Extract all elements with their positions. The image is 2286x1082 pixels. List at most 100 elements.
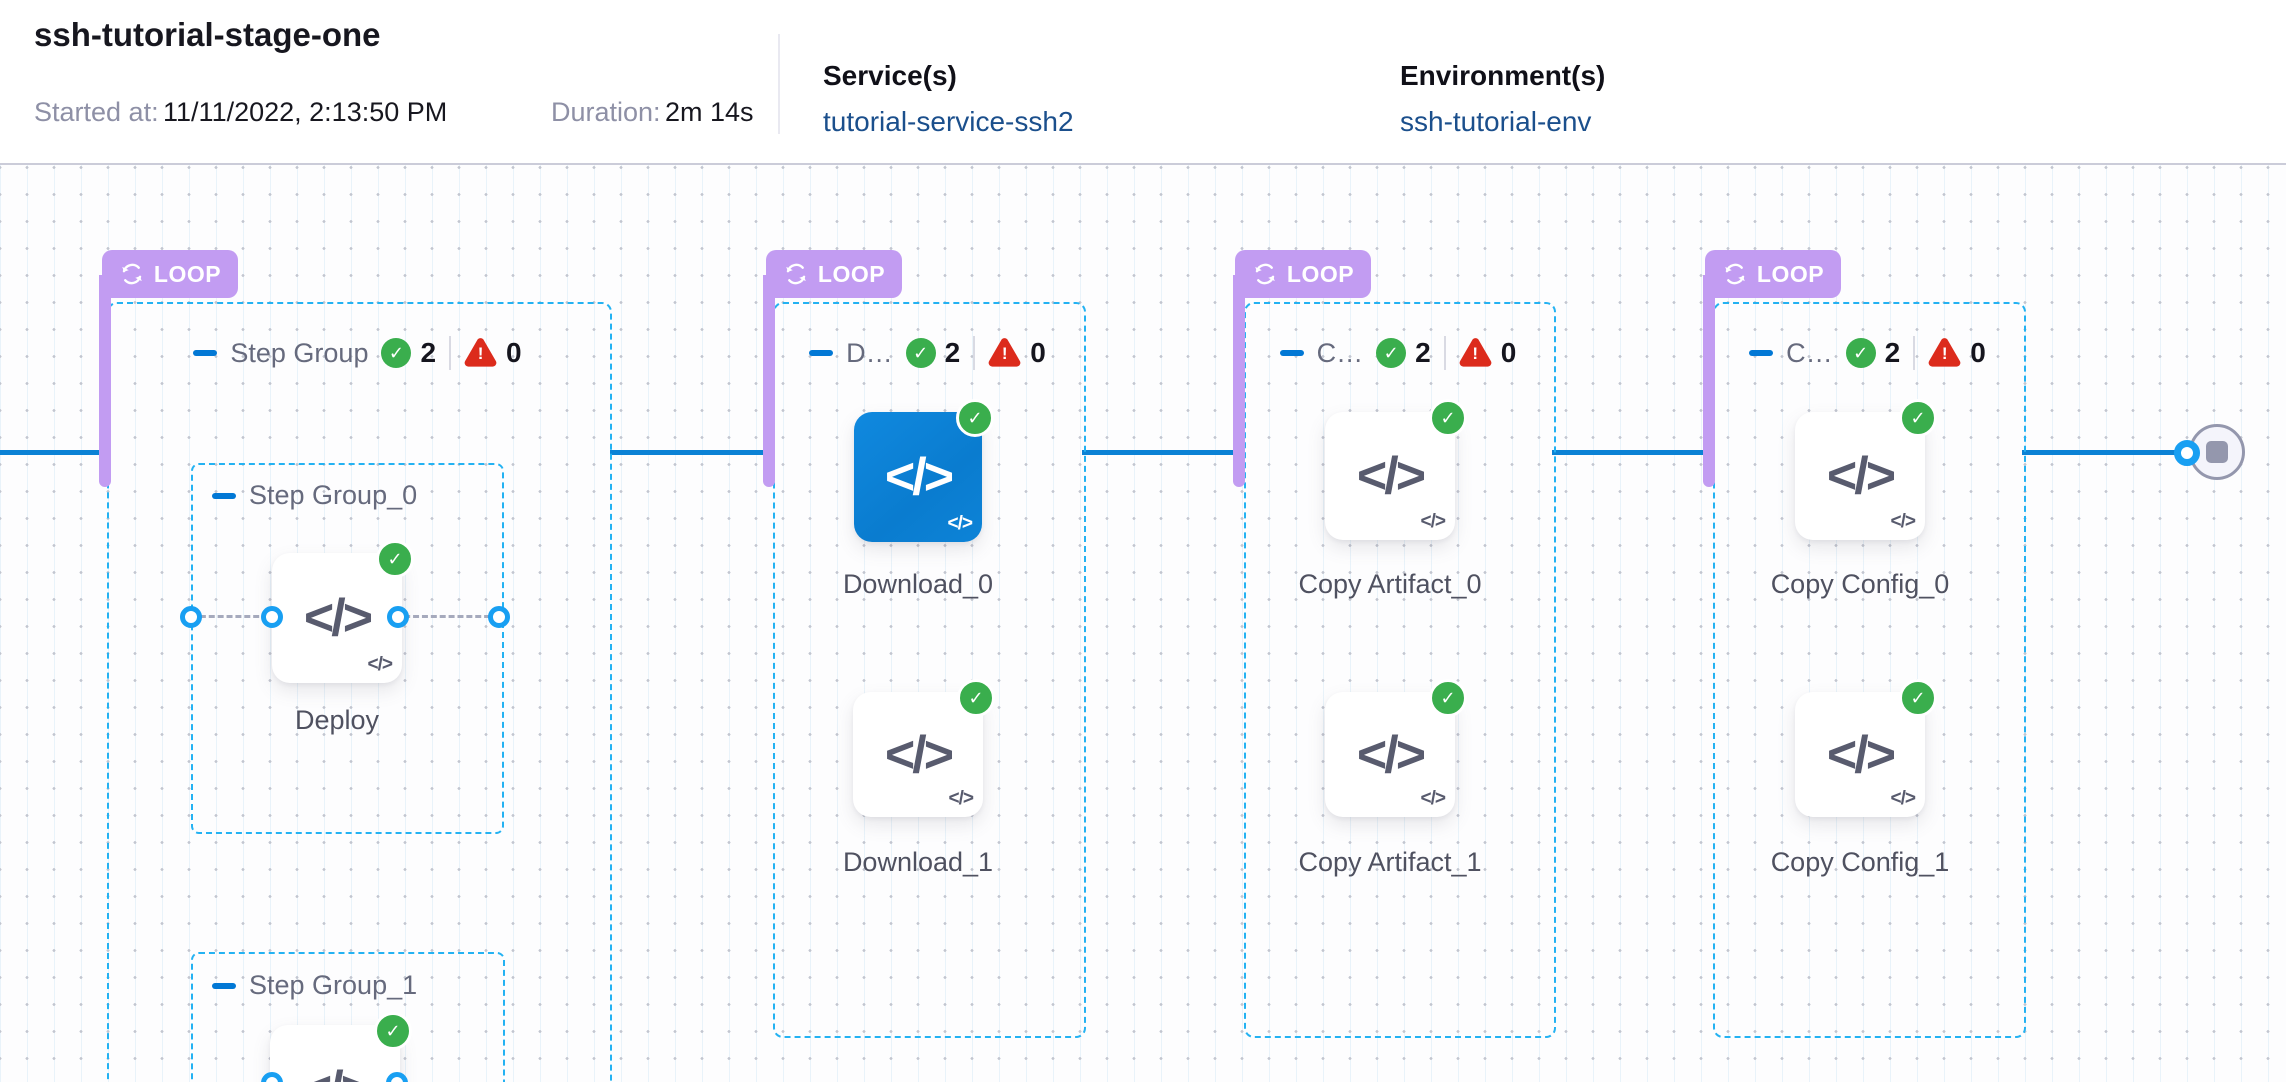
subgroup-step-group-1[interactable] bbox=[191, 952, 505, 1082]
flow-line bbox=[610, 450, 770, 455]
step-card-deploy[interactable]: </> </> ✓ bbox=[272, 540, 414, 683]
success-icon: ✓ bbox=[1376, 338, 1407, 368]
success-status-icon: ✓ bbox=[1899, 399, 1937, 437]
step-label: Copy Artifact_1 bbox=[1298, 847, 1482, 877]
loop-strip bbox=[763, 275, 775, 487]
step-label: Deploy bbox=[294, 705, 380, 735]
failed-icon: ! bbox=[464, 338, 497, 368]
copy-config-group-container[interactable] bbox=[1713, 302, 2026, 1038]
copy-artifact-group-container[interactable] bbox=[1244, 302, 1556, 1038]
step-label: Download_0 bbox=[842, 569, 994, 599]
failed-icon: ! bbox=[1928, 338, 1961, 368]
started-at-label: Started at: bbox=[34, 97, 159, 127]
step-card[interactable]: </> ✓ bbox=[270, 1012, 412, 1082]
loop-badge-label: LOOP bbox=[817, 260, 886, 287]
step-label: Download_1 bbox=[842, 847, 994, 877]
failed-count-chip: ! 0 bbox=[988, 337, 1046, 369]
failed-count-chip: ! 0 bbox=[464, 337, 522, 369]
loop-badge-label: LOOP bbox=[1286, 260, 1355, 287]
step-group-header: Step Group ✓ 2 ! 0 bbox=[107, 331, 608, 375]
loop-badge: LOOP bbox=[1705, 250, 1841, 298]
connector-node bbox=[261, 1072, 283, 1082]
duration-row: Duration: 2m 14s bbox=[551, 97, 754, 128]
step-type-icon: </> bbox=[947, 513, 974, 534]
download-group-header: D… ✓ 2 ! 0 bbox=[773, 331, 1082, 375]
success-status-icon: ✓ bbox=[1429, 399, 1467, 437]
success-status-icon: ✓ bbox=[1899, 679, 1937, 717]
pipeline-execution-canvas[interactable]: LOOP Step Group ✓ 2 ! 0 Step Group_0 </>… bbox=[0, 165, 2286, 1082]
code-icon: </> bbox=[1826, 725, 1896, 784]
success-status-icon: ✓ bbox=[376, 540, 414, 578]
chip-divider bbox=[1443, 336, 1446, 370]
environments-block: Environment(s) ssh-tutorial-env bbox=[1400, 60, 1605, 138]
loop-badge-label: LOOP bbox=[153, 260, 222, 287]
environment-link[interactable]: ssh-tutorial-env bbox=[1400, 106, 1592, 137]
subgroup-label: Step Group_0 bbox=[249, 480, 418, 510]
step-label: Copy Config_0 bbox=[1770, 569, 1950, 599]
collapse-icon[interactable] bbox=[1749, 350, 1774, 356]
success-count: 2 bbox=[1415, 337, 1431, 368]
step-card-copy-config-1[interactable]: </> </> ✓ bbox=[1795, 679, 1937, 817]
step-type-icon: </> bbox=[1420, 788, 1447, 809]
step-type-icon: </> bbox=[1420, 511, 1447, 532]
loop-strip bbox=[99, 275, 111, 487]
loop-badge-label: LOOP bbox=[1756, 260, 1825, 287]
collapse-icon[interactable] bbox=[1279, 350, 1304, 356]
success-count-chip: ✓ 2 bbox=[905, 337, 961, 369]
flow-line bbox=[0, 450, 100, 455]
failed-icon: ! bbox=[1459, 338, 1492, 368]
step-card-copy-config-0[interactable]: </> </> ✓ bbox=[1795, 399, 1937, 540]
chip-divider bbox=[449, 336, 452, 370]
collapse-icon[interactable] bbox=[193, 350, 218, 356]
success-count: 2 bbox=[420, 337, 437, 368]
flow-line bbox=[1552, 450, 1710, 455]
step-group-container[interactable] bbox=[107, 302, 612, 1082]
flow-line bbox=[1082, 450, 1240, 455]
failed-count: 0 bbox=[1030, 337, 1046, 368]
failed-count: 0 bbox=[1970, 337, 1986, 368]
code-icon: </> bbox=[1826, 447, 1896, 505]
download-group-container[interactable] bbox=[773, 302, 1086, 1038]
subgroup-header: Step Group_0 bbox=[212, 480, 417, 511]
copy-artifact-group-header: C… ✓ 2 ! 0 bbox=[1244, 331, 1552, 375]
success-status-icon: ✓ bbox=[1429, 679, 1467, 717]
duration-label: Duration: bbox=[551, 97, 661, 127]
subgroup-step-group-0[interactable] bbox=[191, 463, 504, 834]
flow-line bbox=[2022, 450, 2188, 455]
success-count: 2 bbox=[944, 337, 961, 368]
loop-icon bbox=[122, 263, 142, 285]
connector-node bbox=[180, 606, 202, 628]
header-divider bbox=[778, 34, 780, 134]
step-type-icon: </> bbox=[948, 788, 975, 809]
step-type-icon: </> bbox=[1890, 788, 1917, 809]
failed-count-chip: ! 0 bbox=[1459, 337, 1516, 369]
connector-node bbox=[386, 1072, 408, 1082]
started-at-value: 11/11/2022, 2:13:50 PM bbox=[163, 97, 448, 127]
stop-icon bbox=[2206, 441, 2228, 463]
chip-divider bbox=[973, 336, 976, 370]
subgroup-label: Step Group_1 bbox=[249, 970, 418, 1000]
step-card-download-0[interactable]: </> </> ✓ bbox=[854, 399, 994, 542]
group-label: D… bbox=[846, 337, 893, 368]
collapse-icon[interactable] bbox=[212, 492, 236, 499]
connector-node bbox=[2174, 440, 2200, 466]
copy-config-group-header: C… ✓ 2 ! 0 bbox=[1713, 331, 2022, 375]
collapse-icon[interactable] bbox=[212, 982, 236, 989]
success-icon: ✓ bbox=[1845, 338, 1876, 368]
loop-badge: LOOP bbox=[766, 250, 902, 298]
service-link[interactable]: tutorial-service-ssh2 bbox=[823, 106, 1074, 137]
stage-summary-header: ssh-tutorial-stage-one Started at: 11/11… bbox=[0, 0, 2286, 165]
services-label: Service(s) bbox=[823, 60, 957, 91]
code-icon: </> bbox=[1356, 447, 1426, 505]
success-status-icon: ✓ bbox=[957, 679, 995, 717]
group-label: C… bbox=[1316, 337, 1364, 368]
step-card-copy-artifact-0[interactable]: </> </> ✓ bbox=[1325, 399, 1467, 540]
success-count-chip: ✓ 2 bbox=[381, 337, 436, 369]
loop-strip bbox=[1703, 275, 1715, 487]
connector-node bbox=[387, 606, 409, 628]
code-icon: </> bbox=[884, 448, 954, 506]
loop-badge: LOOP bbox=[102, 250, 238, 298]
step-card-download-1[interactable]: </> </> ✓ bbox=[853, 679, 995, 817]
collapse-icon[interactable] bbox=[809, 350, 834, 356]
step-card-copy-artifact-1[interactable]: </> </> ✓ bbox=[1325, 679, 1467, 817]
